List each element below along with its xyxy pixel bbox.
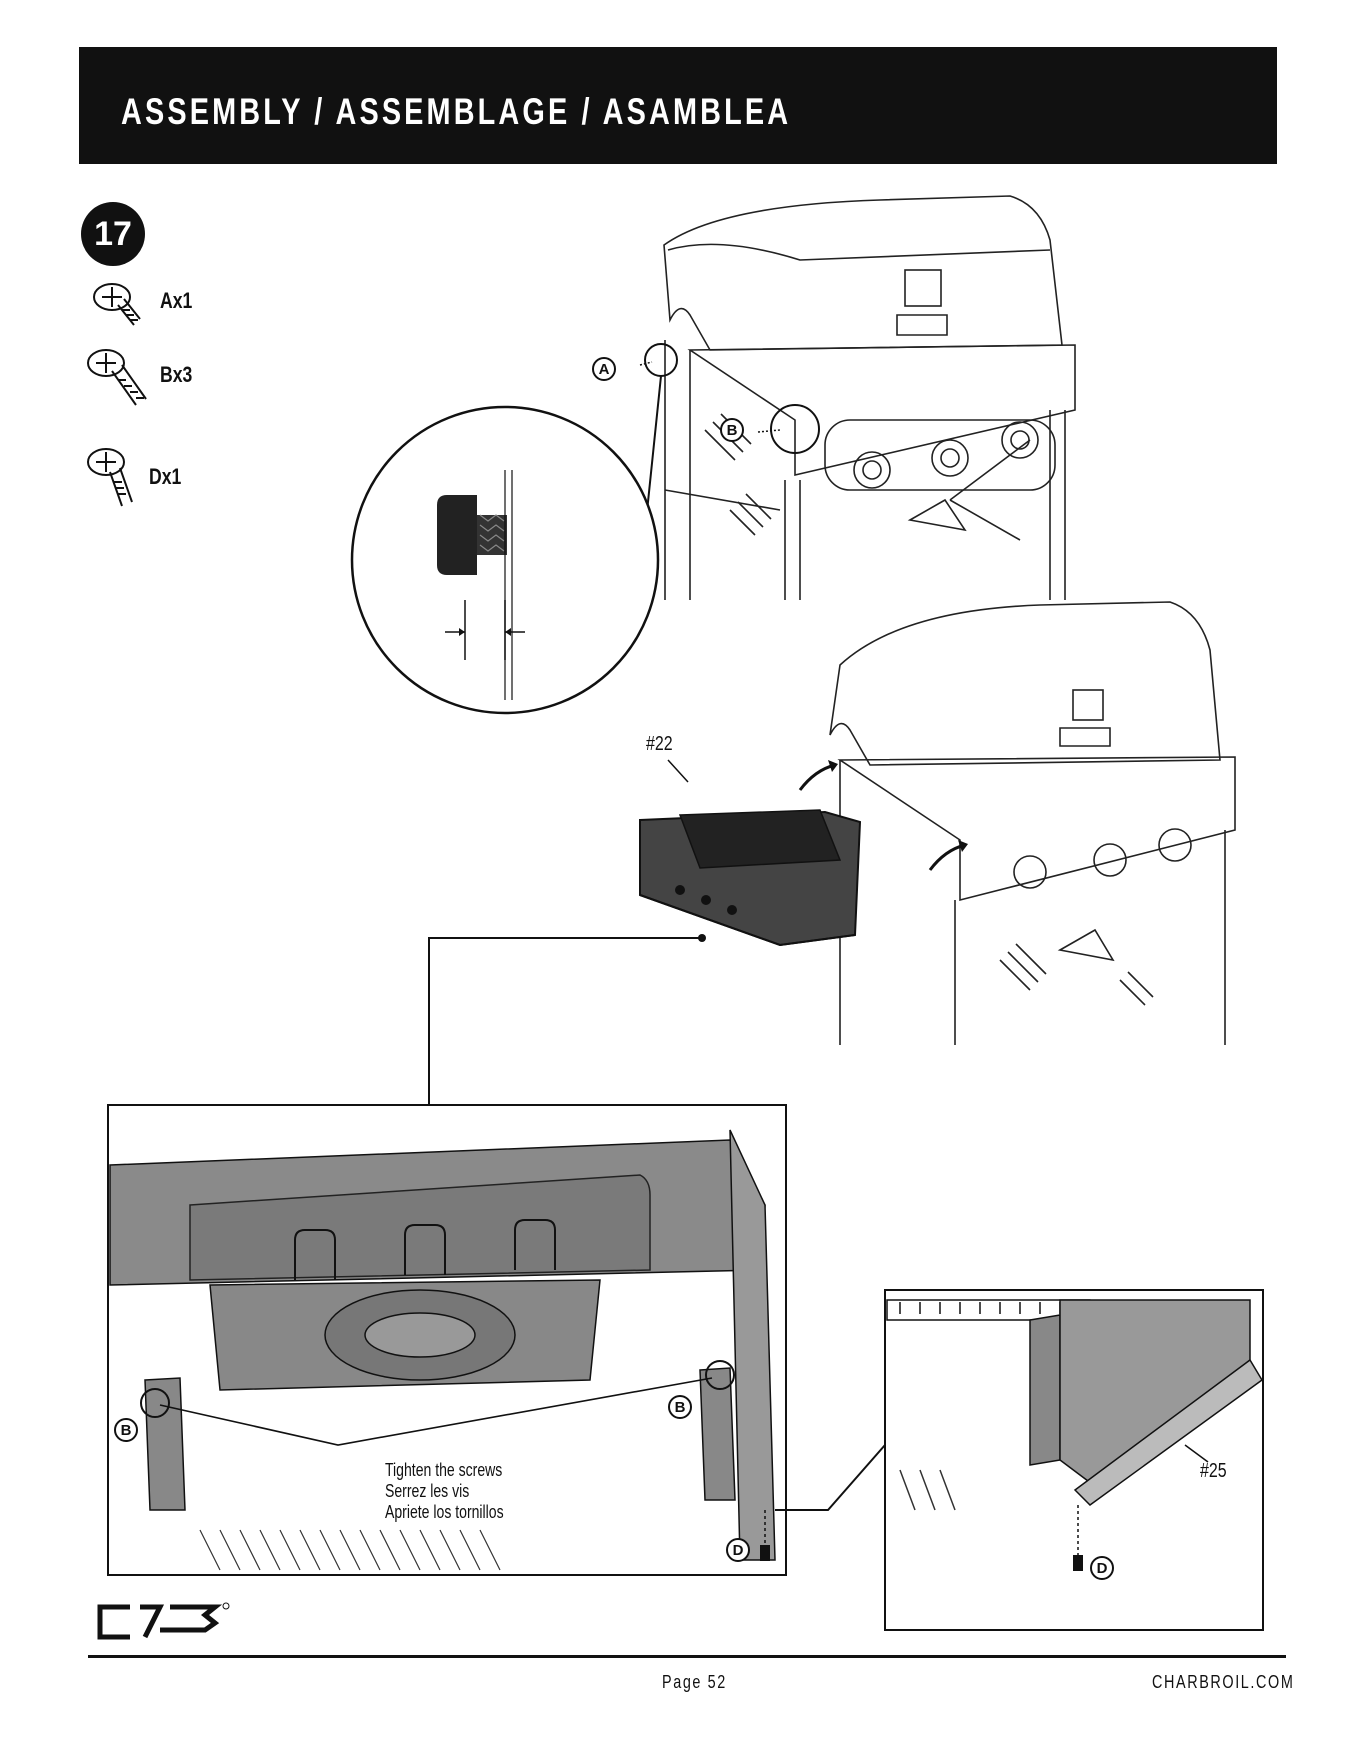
footer-rule <box>88 1655 1286 1658</box>
page-number: Page 52 <box>662 1672 727 1693</box>
instruction-text: Tighten the screws Serrez les vis Apriet… <box>385 1460 504 1523</box>
page-title: ASSEMBLY / ASSEMBLAGE / ASAMBLEA <box>121 91 791 133</box>
callout-a: A <box>592 357 616 381</box>
part-d-quantity: Dx1 <box>149 464 181 490</box>
page-header: ASSEMBLY / ASSEMBLAGE / ASAMBLEA <box>79 47 1277 164</box>
part-22-label: #22 <box>646 733 673 756</box>
part-a-quantity: Ax1 <box>160 288 192 314</box>
part-25-label: #25 <box>1200 1460 1227 1483</box>
website-url: CHARBROIL.COM <box>1152 1672 1294 1693</box>
callout-b-right: B <box>668 1395 692 1419</box>
callout-d-right: D <box>1090 1556 1114 1580</box>
instruction-fr: Serrez les vis <box>385 1481 504 1502</box>
step-number-badge: 17 <box>81 202 145 266</box>
part-b-quantity: Bx3 <box>160 362 192 388</box>
callout-b-left: B <box>114 1418 138 1442</box>
callout-b-top: B <box>720 418 744 442</box>
instruction-en: Tighten the screws <box>385 1460 504 1481</box>
callout-d-left: D <box>726 1538 750 1562</box>
instruction-es: Apriete los tornillos <box>385 1502 504 1523</box>
